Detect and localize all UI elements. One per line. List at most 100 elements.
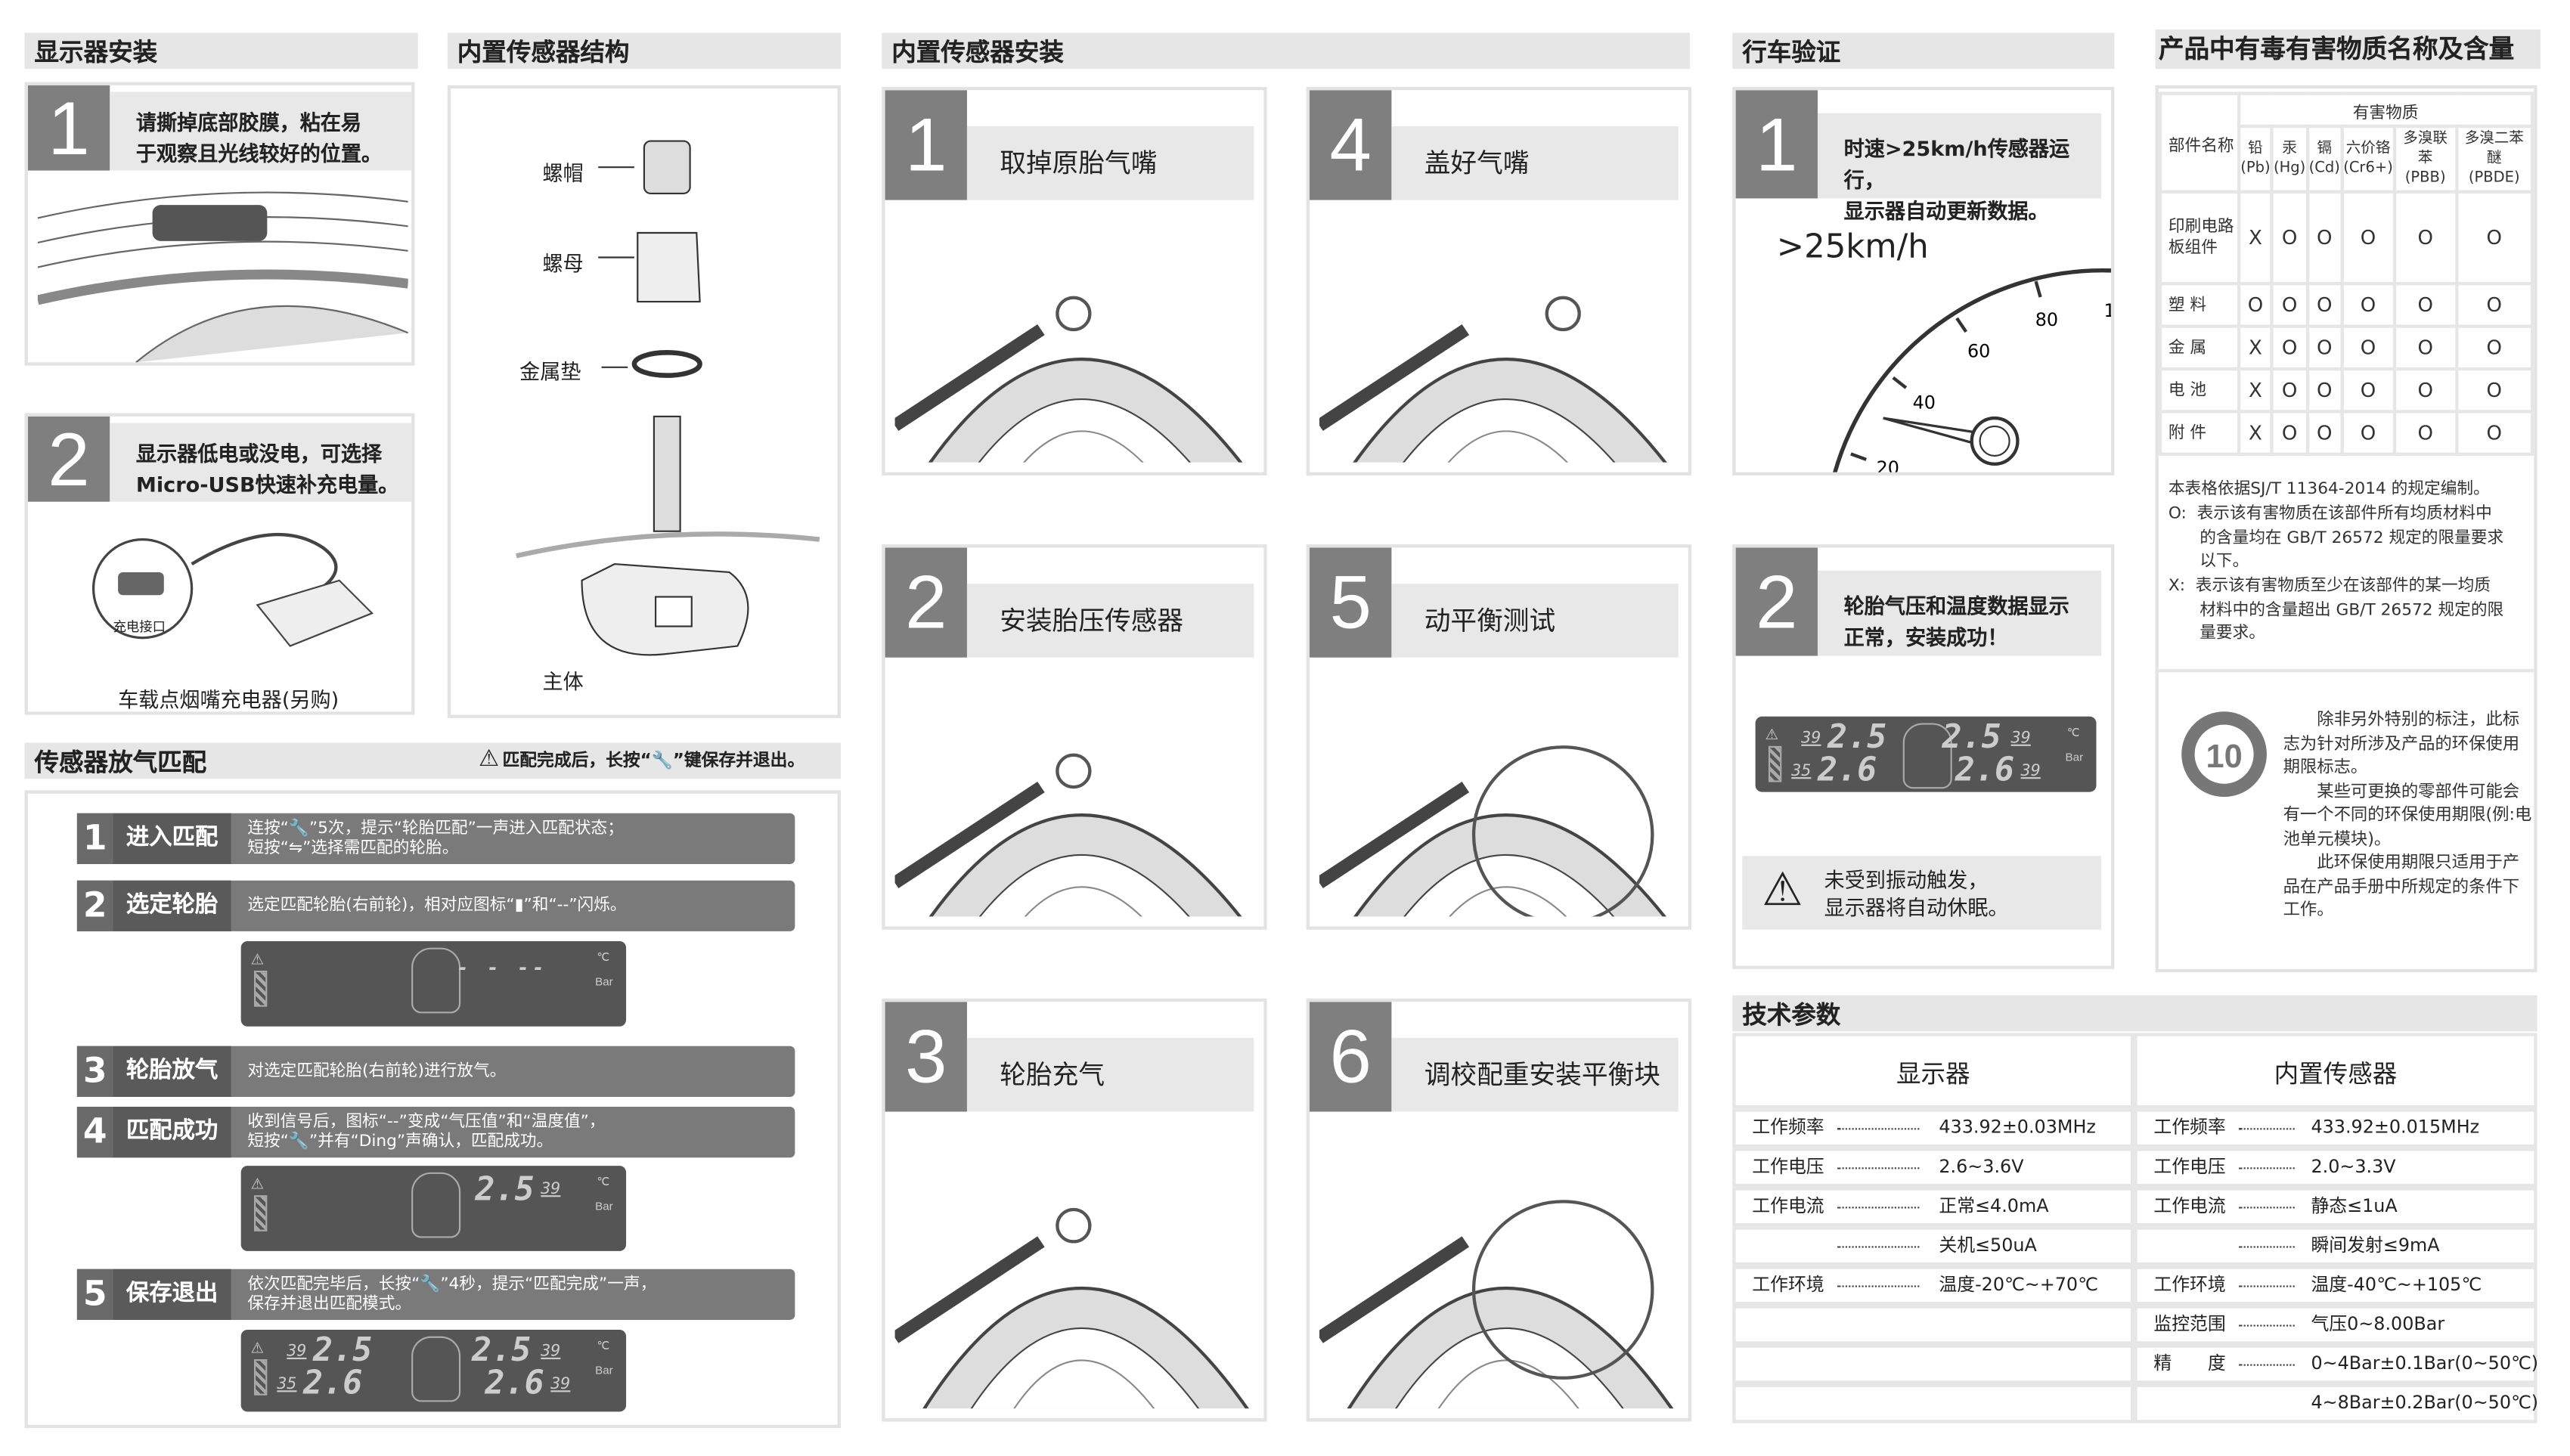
dotted-leader <box>1837 1151 1920 1169</box>
fr-temp: 39 <box>2010 730 2031 748</box>
gauge-tick-label: 20 <box>1877 457 1899 476</box>
spec-row <box>1732 1305 2134 1345</box>
step-text: 显示器低电或没电，可选择 Micro-USB快速补充电量。 <box>110 423 412 502</box>
fr-temp: 39 <box>541 1343 561 1362</box>
substance-header: 六价铬 (Cr6+) <box>2339 124 2397 194</box>
step-label: 匹配成功 <box>113 1107 231 1158</box>
car-icon <box>411 1336 460 1402</box>
section-title-sensor-install: 内置传感器安装 <box>882 33 1690 70</box>
dotted-leader <box>1837 1112 1920 1130</box>
alarm-icon: ⚠ <box>250 1176 265 1192</box>
spec-label: 工作电压 <box>2153 1156 2226 1178</box>
fl-pressure: 2.5 <box>1827 716 1887 756</box>
hazard-cell: O <box>2454 367 2534 414</box>
sleep-warning-text: 未受到振动触发， 显示器将自动休眠。 <box>1824 867 2009 920</box>
car-icon <box>411 1172 460 1238</box>
pairing-warning-text: 匹配完成后，长按“🔧”键保存并退出。 <box>502 750 805 770</box>
alarm-icon: ⚠ <box>1765 726 1779 743</box>
spec-label: 工作环境 <box>2153 1274 2226 1296</box>
hazard-cell: O <box>2454 410 2534 456</box>
eco-10-logo-icon: 10 <box>2181 711 2267 798</box>
spec-row: 4~8Bar±0.2Bar(0~50℃) <box>2134 1383 2538 1423</box>
hazard-cell: O <box>2392 190 2458 286</box>
spec-label: 工作电压 <box>1752 1156 1824 1178</box>
step-label: 进入匹配 <box>113 813 231 865</box>
step-title: 安装胎压传感器 <box>966 584 1254 658</box>
fr-blinking-dashes: - - -- <box>457 956 548 979</box>
gauge-tick <box>1850 452 1867 461</box>
substance-header: 多溴二苯醚 (PBDE) <box>2454 124 2534 194</box>
rl-temp: 35 <box>277 1375 297 1394</box>
step-number: 2 <box>76 880 113 931</box>
hazard-cell: O <box>2339 324 2397 371</box>
hazard-note-basis: 本表格依据SJ/T 11364-2014 的规定编制。 <box>2168 480 2490 499</box>
tire-illustration <box>891 202 1254 472</box>
step-number: 4 <box>1309 90 1392 200</box>
gauge-tick <box>1955 317 1968 333</box>
part-label-cap: 螺帽 <box>542 160 584 186</box>
sensor-exploded-illustration <box>516 140 820 656</box>
fr-pressure: 2.5 <box>475 1169 535 1209</box>
charger-port-label: 充电接口 <box>113 619 166 635</box>
sleep-warning: ⚠ 未受到振动触发， 显示器将自动休眠。 <box>1742 856 2101 930</box>
dotted-leader <box>2239 1309 2295 1327</box>
group-header: 有害物质 <box>2237 91 2534 129</box>
step-text: 对选定匹配轮胎(右前轮)进行放气。 <box>247 1061 507 1080</box>
spec-value: 气压0~8.00Bar <box>2311 1313 2445 1335</box>
substance-header: 镉 (Cd) <box>2305 124 2344 194</box>
hazard-cell: O <box>2305 367 2344 414</box>
step-number: 1 <box>1735 90 1818 199</box>
section-title-hazard: 产品中有毒有害物质名称及含量 <box>2155 29 2541 70</box>
spec-value: 2.0~3.3V <box>2311 1156 2396 1178</box>
battery-icon <box>1768 745 1782 782</box>
gauge-tick-label: 100 <box>2103 300 2111 321</box>
part-name: 电 池 <box>2158 367 2241 414</box>
part-label-body: 主体 <box>542 668 584 694</box>
hazard-note-x: X: 表示该有害物质至少在该部件的某一均质 材料中的含量超出 GB/T 2657… <box>2168 577 2504 643</box>
hazard-cell: O <box>2392 367 2458 414</box>
dotted-leader <box>2239 1348 2295 1366</box>
unit-temp: ℃ <box>2066 727 2080 740</box>
rl-pressure: 2.6 <box>303 1362 363 1402</box>
spec-row: 关机≤50uA <box>1732 1226 2134 1266</box>
spec-label: 工作频率 <box>1752 1117 1824 1138</box>
unit-pressure: Bar <box>595 1201 613 1213</box>
spec-value: 静态≤1uA <box>2311 1195 2398 1217</box>
hazard-cell: O <box>2339 282 2397 328</box>
step-text: 请撕掉底部胶膜，粘在易 于观察且光线较好的位置。 <box>110 91 412 171</box>
alarm-icon: ⚠ <box>250 1339 265 1356</box>
dotted-leader <box>1837 1191 1920 1209</box>
specs-col-display: 显示器 <box>1732 1033 2134 1109</box>
fr-pressure: 2.5 <box>472 1329 532 1370</box>
step-text: 选定匹配轮胎(右前轮)，相对应图标“▮”和“--”闪烁。 <box>247 896 627 915</box>
car-icon <box>411 947 460 1014</box>
hazard-cell: O <box>2270 410 2309 456</box>
gauge-tick-label: 80 <box>2035 309 2058 330</box>
battery-icon <box>253 1195 268 1231</box>
step-text: 时速>25km/h传感器运行， 显示器自动更新数据。 <box>1817 113 2101 223</box>
dotted-leader <box>2239 1191 2295 1209</box>
hazard-cell: O <box>2270 282 2309 328</box>
part-header: 部件名称 <box>2158 91 2241 194</box>
fr-pressure: 2.5 <box>1942 716 2001 756</box>
rl-temp: 35 <box>1791 762 1812 781</box>
spec-value: 正常≤4.0mA <box>1939 1195 2049 1217</box>
hazard-cell: O <box>2392 324 2458 371</box>
spec-value: 433.92±0.015MHz <box>2311 1117 2480 1138</box>
spec-value: 瞬间发射≤9mA <box>2311 1235 2440 1256</box>
part-label-nut: 螺母 <box>542 250 584 276</box>
hazard-cell: O <box>2237 282 2274 328</box>
step-label: 轮胎放气 <box>113 1046 231 1097</box>
spec-row: 工作环境温度-20℃~+70℃ <box>1732 1265 2134 1306</box>
